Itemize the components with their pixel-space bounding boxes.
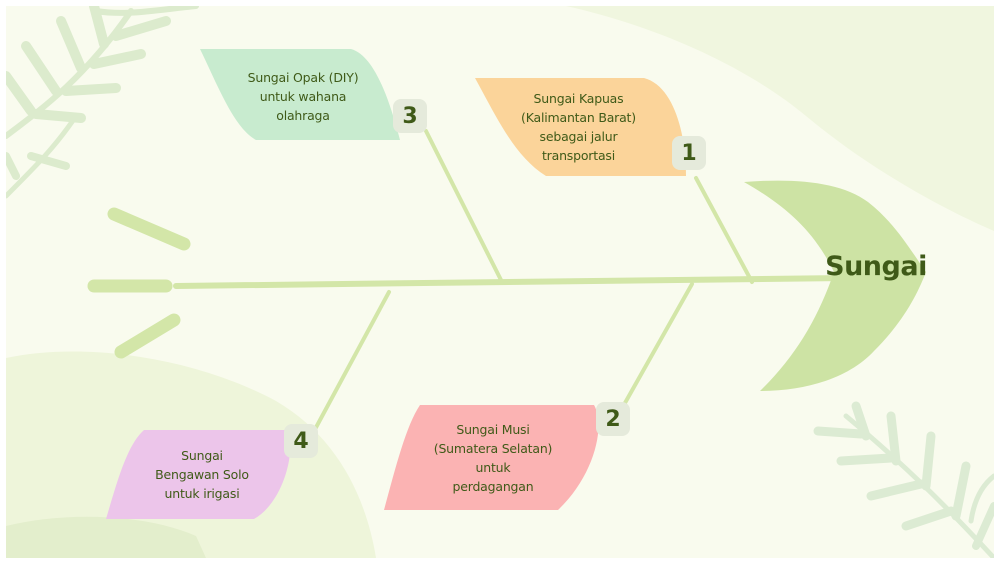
cause-text-3: Sungai Opak (DIY) untuk wahana olahraga [247, 69, 359, 123]
cause-leaf-3: Sungai Opak (DIY) untuk wahana olahraga [218, 56, 388, 136]
cause-leaf-3-shape [200, 49, 400, 140]
cause-text-2: Sungai Musi (Sumatera Selatan) untuk per… [433, 422, 553, 494]
cause-number-badge-2: 2 [596, 402, 630, 436]
cause-text-1: Sungai Kapuas (Kalimantan Barat) sebagai… [521, 91, 636, 163]
fern-decoration-top-left [6, 6, 199, 199]
fish-spine [173, 275, 849, 289]
fishbone-diagram-canvas: Sungai Opak (DIY) untuk wahana olahraga … [6, 6, 994, 558]
cause-number-badge-1: 1 [672, 136, 706, 170]
fish-head [744, 180, 926, 391]
cause-leaf-1-shape [475, 78, 686, 176]
cause-leaf-4-shape [106, 430, 291, 519]
fish-tail [87, 207, 191, 359]
cause-leaf-2: Sungai Musi (Sumatera Selatan) untuk per… [408, 409, 578, 507]
cause-leaf-2-shape [384, 405, 599, 510]
cause-text-4: Sungai Bengawan Solo untuk irigasi [155, 447, 249, 501]
fish-ribs [304, 129, 754, 448]
background-blob-bottom-left-dark [6, 516, 206, 558]
cause-number-badge-4: 4 [284, 424, 318, 458]
diagram-graphics [6, 6, 994, 558]
cause-leaf-4: Sungai Bengawan Solo untuk irigasi [122, 432, 282, 516]
cause-leaf-1: Sungai Kapuas (Kalimantan Barat) sebagai… [496, 80, 661, 174]
cause-number-badge-3: 3 [393, 99, 427, 133]
fern-decoration-bottom-right [813, 401, 994, 558]
background-blob-top-right [566, 6, 994, 231]
fish-head-label: Sungai [825, 250, 927, 282]
